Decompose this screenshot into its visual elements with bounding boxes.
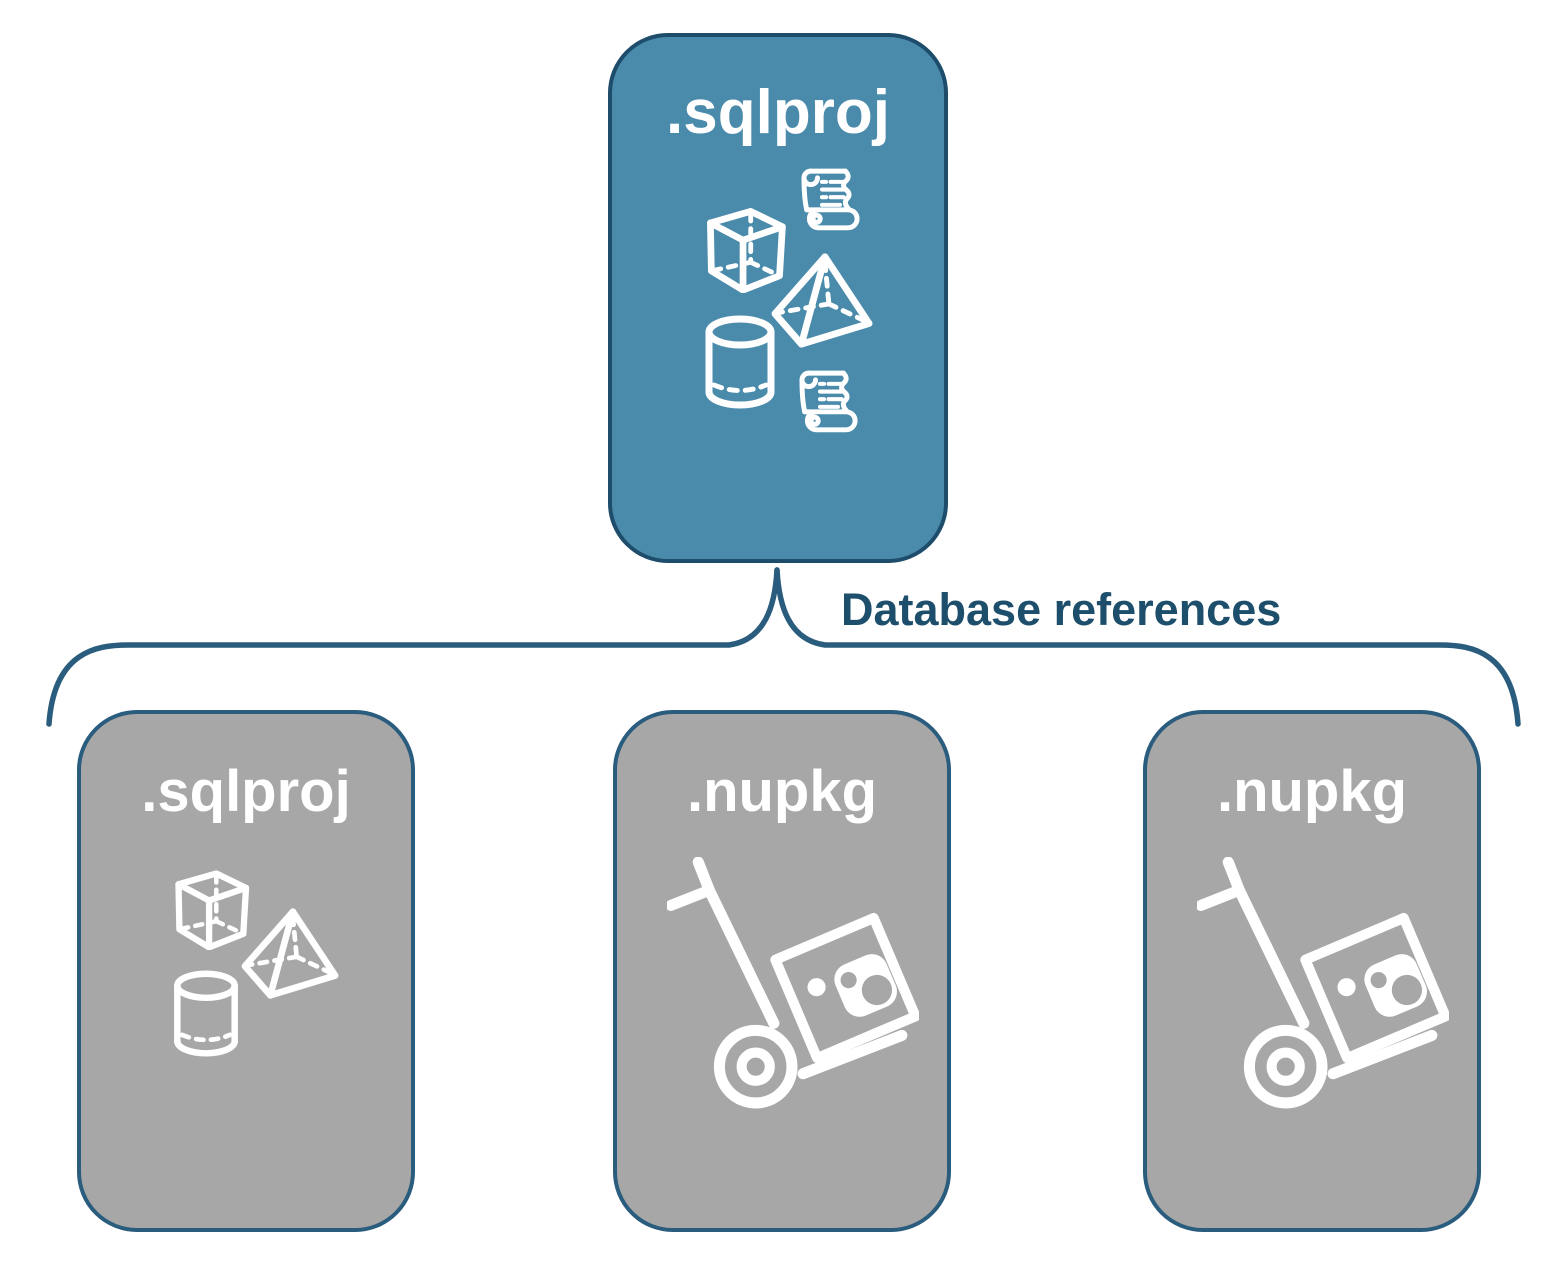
scroll-icon: [795, 163, 867, 235]
child-card-title: .nupkg: [1216, 759, 1408, 824]
hand-truck-package-icon: [1197, 857, 1449, 1109]
child-sqlproj-card: .sqlproj: [77, 710, 415, 1232]
parent-sqlproj-card: .sqlproj: [608, 33, 948, 563]
pyramid-icon: [769, 251, 877, 349]
parent-card-title: .sqlproj: [666, 78, 890, 147]
child-card-title: .sqlproj: [141, 759, 351, 824]
child-nupkg-card: .nupkg: [1143, 710, 1481, 1232]
connector-label: Database references: [841, 584, 1282, 635]
hand-truck-package-icon: [667, 857, 919, 1109]
brace-left-half: [46, 567, 780, 727]
cylinder-icon: [700, 315, 780, 410]
cylinder-icon: [169, 970, 243, 1058]
pyramid-icon: [239, 906, 343, 1000]
child-card-title: .nupkg: [686, 759, 878, 824]
child-nupkg-card: .nupkg: [613, 710, 951, 1232]
scroll-icon: [793, 365, 865, 437]
